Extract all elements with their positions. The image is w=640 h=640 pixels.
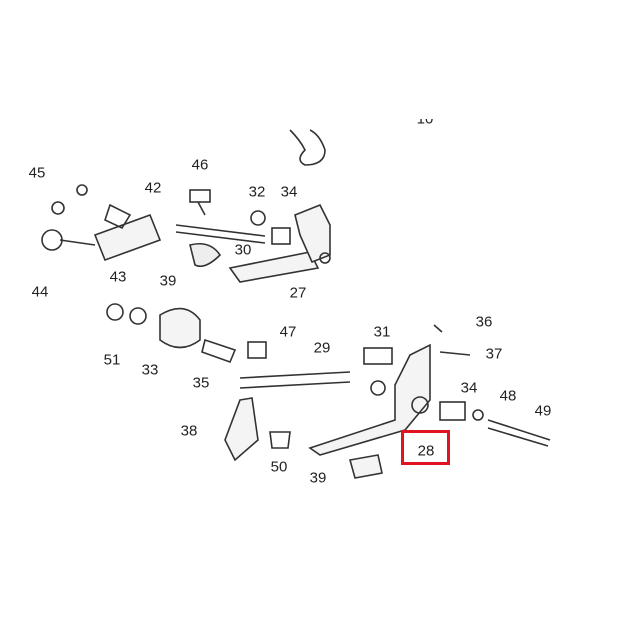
label-part-48: 48 — [499, 387, 517, 405]
label-part-28: 28 — [417, 442, 435, 460]
label-part-43: 43 — [109, 268, 127, 286]
label-part-32: 32 — [248, 183, 266, 201]
part-35-pin — [201, 338, 237, 364]
label-part-31: 31 — [373, 323, 391, 341]
label-part-39b: 39 — [309, 469, 327, 487]
part-30-rod — [175, 224, 266, 244]
highlight-box-part-28 — [401, 430, 450, 465]
part-42-master-cylinder — [41, 184, 162, 262]
label-part-50: 50 — [270, 458, 288, 476]
label-part-33: 33 — [141, 361, 159, 379]
part-29-shift-rod — [239, 371, 351, 389]
part-50-bolt — [269, 431, 291, 449]
label-part-51: 51 — [103, 351, 121, 369]
part-48-washer — [472, 409, 484, 421]
part-36-clip — [433, 324, 443, 333]
label-part-30: 30 — [234, 241, 252, 259]
part-39-spring — [189, 242, 222, 268]
part-27-lever — [228, 203, 331, 283]
label-part-42: 42 — [144, 179, 162, 197]
label-part-27: 27 — [289, 284, 307, 302]
label-part-34b: 34 — [460, 379, 478, 397]
label-part-39: 39 — [159, 272, 177, 290]
label-part-44: 44 — [31, 283, 49, 301]
label-part-36: 36 — [475, 313, 493, 331]
part-33-bushing — [159, 307, 201, 349]
part-49-bolt — [487, 419, 551, 447]
label-part-47: 47 — [279, 323, 297, 341]
part-38-arm — [224, 397, 259, 462]
label-part-29: 29 — [313, 339, 331, 357]
label-part-10: 10 — [416, 110, 434, 128]
part-51-nut — [106, 303, 147, 325]
part-47-washer — [247, 341, 267, 359]
label-part-45: 45 — [28, 164, 46, 182]
label-part-37: 37 — [485, 345, 503, 363]
label-part-34: 34 — [280, 183, 298, 201]
part-hook — [289, 129, 326, 166]
label-part-49: 49 — [534, 402, 552, 420]
label-part-35: 35 — [192, 374, 210, 392]
label-part-38: 38 — [180, 422, 198, 440]
part-39-sleeve — [348, 454, 383, 479]
part-28-shift-lever — [308, 343, 431, 456]
part-46-bolt — [189, 189, 211, 216]
part-37-bolt — [439, 351, 471, 356]
part-31-clevis — [363, 347, 393, 396]
label-part-46: 46 — [191, 156, 209, 174]
part-34-bushing — [439, 401, 466, 421]
part-32-nut — [250, 210, 266, 226]
